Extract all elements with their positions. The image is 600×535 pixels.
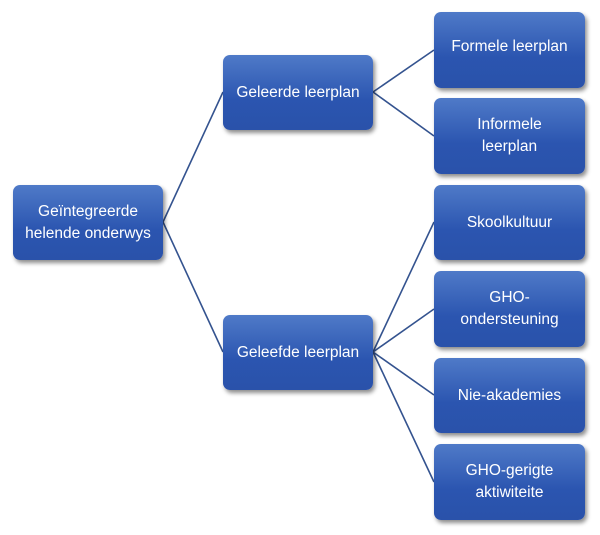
node-nie-akademies: Nie-akademies xyxy=(434,358,585,433)
node-label: Skoolkultuur xyxy=(466,213,553,231)
connector-root-geleerde xyxy=(162,91,224,223)
connector-geleefde-ghoondersteuning xyxy=(372,308,435,353)
node-formele-leerplan: Formele leerplan xyxy=(434,12,585,88)
node-label: GHO-gerigte aktiwiteite xyxy=(465,462,554,501)
node-root: Geïntegreerde helende onderwys xyxy=(13,185,163,260)
node-root-label: Geïntegreerde helende onderwys xyxy=(25,202,151,242)
node-gho-ondersteuning: GHO-ondersteuning xyxy=(434,271,585,347)
node-label: Informele leerplan xyxy=(477,116,542,155)
node-skoolkultuur: Skoolkultuur xyxy=(434,185,585,260)
connector-geleefde-skoolkultuur xyxy=(372,221,435,353)
node-informele-leerplan: Informele leerplan xyxy=(434,98,585,174)
node-gho-gerigte-aktiwiteite: GHO-gerigte aktiwiteite xyxy=(434,444,585,520)
node-label: Nie-akademies xyxy=(457,386,562,404)
node-label: GHO-ondersteuning xyxy=(460,289,559,328)
connector-geleefde-nieakademies xyxy=(372,351,435,396)
node-label: Formele leerplan xyxy=(451,38,568,55)
node-label: Geleefde leerplan xyxy=(236,343,360,361)
node-geleefde-leerplan: Geleefde leerplan xyxy=(223,315,373,390)
connector-geleerde-informele xyxy=(372,91,435,137)
node-label: Geleerde leerplan xyxy=(236,83,360,101)
connector-root-geleefde xyxy=(162,221,224,353)
connector-geleerde-formele xyxy=(372,49,435,93)
node-geleerde-leerplan: Geleerde leerplan xyxy=(223,55,373,130)
connector-geleefde-ghogerigte xyxy=(372,351,435,483)
